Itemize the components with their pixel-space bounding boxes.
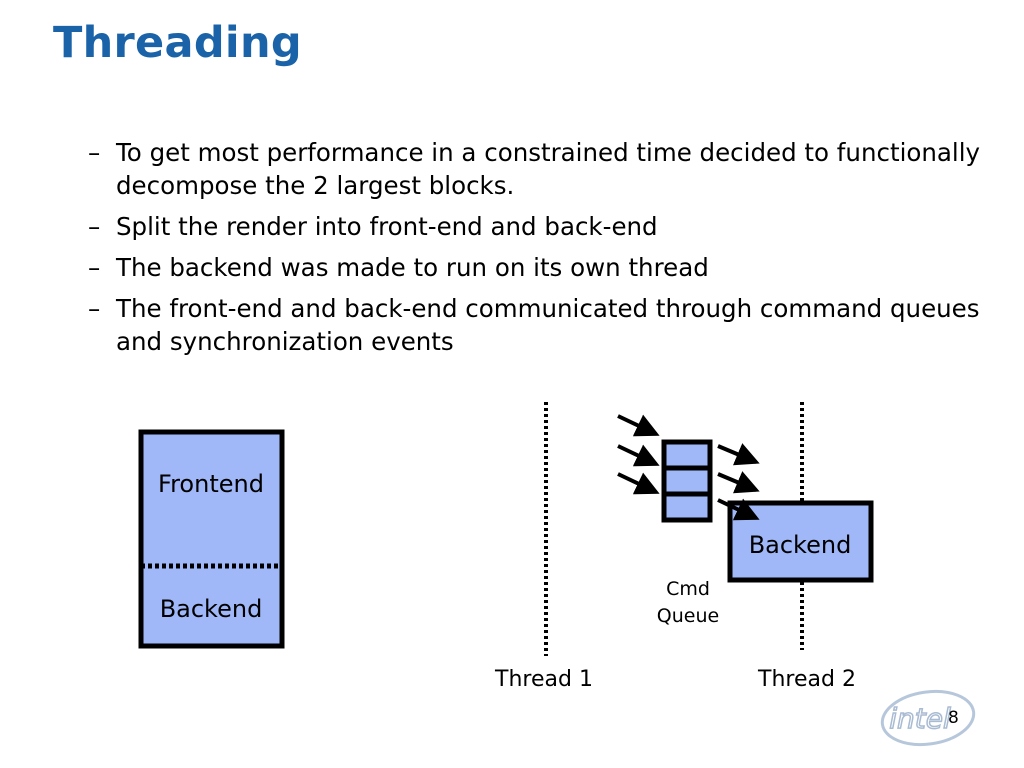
bullet-item: –Split the render into front-end and bac…: [88, 210, 988, 243]
bullet-text: Split the render into front-end and back…: [116, 212, 658, 241]
queue-cell: [661, 465, 713, 497]
thread2-label: Thread 2: [757, 667, 856, 692]
bullet-list: –To get most performance in a constraine…: [88, 136, 988, 366]
bullet-dash: –: [88, 294, 101, 323]
arrow-out-2: [717, 471, 760, 494]
backend-block-right: [727, 500, 874, 583]
logo-text: intel: [889, 702, 951, 735]
arrow-out-3: [717, 498, 760, 521]
cmd-queue-label-line2: Queue: [657, 605, 719, 627]
bullet-text: The backend was made to run on its own t…: [116, 253, 709, 282]
bullet-dash: –: [88, 253, 101, 282]
bullet-item: –To get most performance in a constraine…: [88, 136, 988, 202]
bullet-item: –The front-end and back-end communicated…: [88, 292, 988, 358]
bullet-text: The front-end and back-end communicated …: [116, 294, 980, 356]
backend-label-left: Backend: [160, 595, 263, 623]
page-number: 8: [948, 708, 959, 728]
backend-label-right: Backend: [749, 531, 852, 559]
cmd-queue-label-line1: Cmd: [666, 578, 710, 600]
intel-logo: intel: [880, 689, 976, 747]
frontend-backend-block: [138, 429, 285, 649]
arrow-in-2: [617, 444, 660, 467]
frontend-label: Frontend: [158, 470, 264, 498]
bullet-dash: –: [88, 212, 101, 241]
bullet-dash: –: [88, 138, 101, 167]
queue-cell: [661, 491, 713, 523]
bullet-item: –The backend was made to run on its own …: [88, 251, 988, 284]
arrow-in-1: [617, 414, 660, 437]
queue-cell: [661, 439, 713, 471]
slide-title: Threading: [53, 18, 302, 68]
arrow-in-3: [617, 472, 660, 495]
bullet-text: To get most performance in a constrained…: [116, 138, 981, 200]
arrow-out-1: [717, 443, 760, 466]
thread1-label: Thread 1: [494, 667, 593, 692]
